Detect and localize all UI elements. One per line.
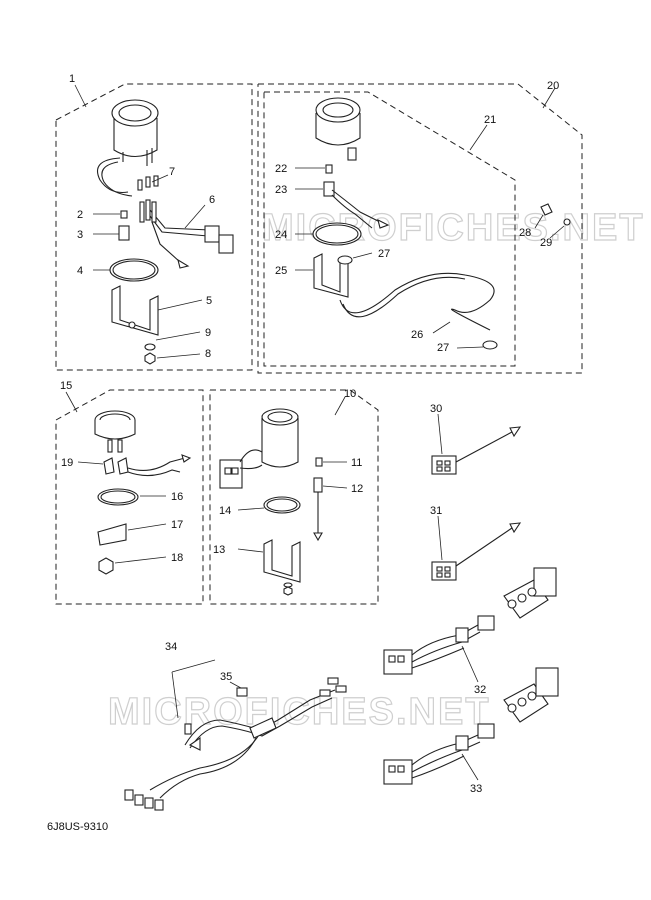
callout-27-bottom: 27 bbox=[437, 342, 449, 354]
callout-8: 8 bbox=[205, 348, 211, 360]
diagram-code: 6J8US-9310 bbox=[47, 821, 108, 833]
callout-13: 13 bbox=[213, 544, 225, 556]
callout-30: 30 bbox=[430, 403, 442, 415]
part-16-oring: 16 bbox=[97, 488, 183, 506]
part-11-clip: 11 bbox=[315, 457, 362, 469]
callout-16: 16 bbox=[171, 491, 183, 503]
group-21-box: 21 bbox=[263, 91, 516, 367]
part-13-bracket: 13 bbox=[213, 539, 301, 596]
part-4-oring: 4 bbox=[77, 258, 159, 282]
callout-14: 14 bbox=[219, 505, 231, 517]
part-26-pitot-hose: 26 bbox=[339, 272, 495, 341]
speedometer-gauge bbox=[315, 97, 361, 161]
part-22-clip: 22 bbox=[275, 163, 333, 175]
callout-6: 6 bbox=[209, 194, 215, 206]
part-2-clip: 2 bbox=[77, 209, 128, 221]
part-30-connector: 30 bbox=[430, 403, 522, 475]
watermark-bottom: MICROFICHES.NET bbox=[108, 691, 491, 733]
callout-35: 35 bbox=[220, 671, 232, 683]
part-8-nut: 8 bbox=[144, 348, 211, 365]
callout-28: 28 bbox=[519, 227, 531, 239]
callout-22: 22 bbox=[275, 163, 287, 175]
callout-19: 19 bbox=[61, 457, 73, 469]
callout-23: 23 bbox=[275, 184, 287, 196]
part-3-sensor: 3 bbox=[77, 225, 130, 241]
part-27-clamp: 27 bbox=[337, 248, 390, 265]
part-5-bracket: 5 bbox=[111, 285, 212, 336]
callout-27-top: 27 bbox=[378, 248, 390, 260]
oil-pressure-gauge bbox=[261, 408, 299, 468]
group-label-21: 21 bbox=[484, 114, 496, 126]
callout-31: 31 bbox=[430, 505, 442, 517]
part-17-bracket: 17 bbox=[97, 519, 183, 546]
callout-25: 25 bbox=[275, 265, 287, 277]
part-9-washer: 9 bbox=[144, 327, 211, 351]
callout-26: 26 bbox=[411, 329, 423, 341]
callout-32: 32 bbox=[474, 684, 486, 696]
callout-17: 17 bbox=[171, 519, 183, 531]
callout-3: 3 bbox=[77, 229, 83, 241]
group-15-box: 15 bbox=[55, 380, 204, 605]
callout-11: 11 bbox=[351, 457, 362, 469]
part-29-screw: 29 bbox=[540, 218, 571, 249]
part-14-oring: 14 bbox=[219, 496, 301, 517]
part-19-harness: 19 bbox=[61, 454, 192, 477]
part-6-harness: 6 bbox=[184, 194, 215, 229]
trim-gauge bbox=[94, 410, 136, 453]
callout-18: 18 bbox=[171, 552, 183, 564]
part-33-extension-harness: 33 bbox=[383, 667, 559, 795]
callout-5: 5 bbox=[206, 295, 212, 307]
part-24-oring: 24 bbox=[275, 222, 362, 246]
group-label-10: 10 bbox=[344, 388, 356, 400]
callout-7: 7 bbox=[169, 166, 175, 178]
gauge-1-wiring bbox=[96, 157, 234, 269]
callout-34: 34 bbox=[165, 641, 177, 653]
callout-9: 9 bbox=[205, 327, 211, 339]
part-27-clamp-lower: 27 bbox=[437, 340, 498, 354]
part-35-clip: 35 bbox=[220, 671, 248, 697]
part-34-harness: 34 bbox=[124, 641, 347, 811]
group-label-20: 20 bbox=[547, 80, 559, 92]
part-7-terminals: 7 bbox=[151, 166, 175, 183]
group-20-box: 20 bbox=[257, 80, 583, 374]
group-1-box: 1 bbox=[55, 73, 253, 371]
part-18-nut: 18 bbox=[98, 552, 183, 575]
part-12-sender: 12 bbox=[313, 477, 363, 542]
group-label-15: 15 bbox=[60, 380, 72, 392]
callout-24: 24 bbox=[275, 229, 287, 241]
callout-12: 12 bbox=[351, 483, 363, 495]
callout-33: 33 bbox=[470, 783, 482, 795]
part-25-bracket: 25 bbox=[275, 253, 349, 298]
part-23-sensor: 23 bbox=[275, 181, 390, 229]
tachometer-gauge bbox=[111, 99, 159, 166]
callout-29: 29 bbox=[540, 237, 552, 249]
part-31-connector: 31 bbox=[430, 505, 522, 581]
part-28-clip: 28 bbox=[519, 203, 553, 239]
callout-2: 2 bbox=[77, 209, 83, 221]
part-32-extension-harness: 32 bbox=[383, 567, 557, 696]
group-label-1: 1 bbox=[69, 73, 75, 85]
group-10-box: 10 bbox=[209, 388, 379, 605]
gauge-10-connector bbox=[219, 449, 263, 489]
callout-4: 4 bbox=[77, 265, 83, 277]
